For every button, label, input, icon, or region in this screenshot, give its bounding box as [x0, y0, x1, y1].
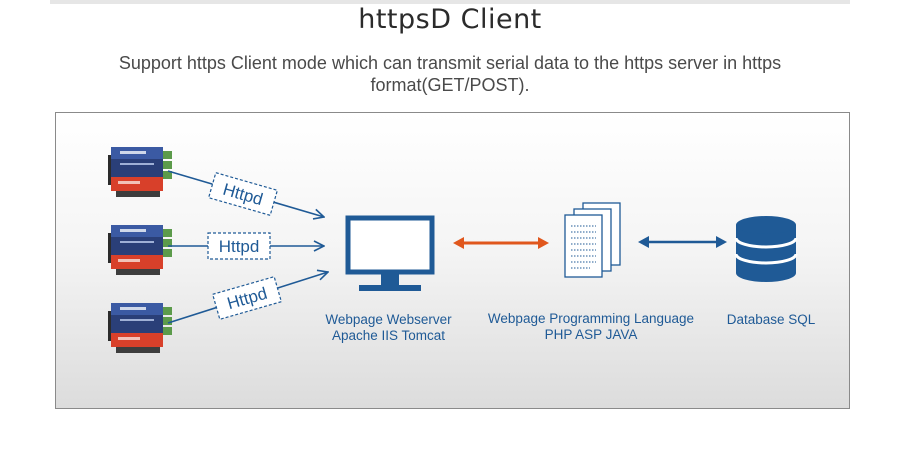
webserver-caption: Webpage Webserver Apache IIS Tomcat — [301, 312, 476, 344]
monitor-icon — [345, 215, 435, 291]
diagram-panel: Httpd Httpd Httpd — [55, 112, 850, 409]
webserver-caption-line1: Webpage Webserver — [325, 312, 452, 327]
database-caption: Database SQL — [726, 312, 816, 327]
webserver-caption-line2: Apache IIS Tomcat — [331, 328, 446, 343]
page-title: httpsD Client — [358, 4, 542, 35]
serial-device-icon — [108, 147, 172, 197]
top-divider — [50, 0, 850, 4]
page-subtitle: Support https Client mode which can tran… — [118, 53, 782, 95]
httpd-label-top: Httpd — [207, 171, 279, 217]
language-caption: Webpage Programming Language PHP ASP JAV… — [476, 311, 706, 343]
language-caption-line2: PHP ASP JAVA — [544, 327, 638, 342]
httpd-label-middle: Httpd — [207, 232, 271, 260]
serial-device-icon — [108, 303, 172, 353]
documents-icon — [564, 202, 621, 278]
orange-double-arrow — [453, 237, 549, 249]
diagram-canvas: Httpd Httpd Httpd — [108, 147, 798, 353]
language-caption-line1: Webpage Programming Language — [487, 311, 695, 326]
serial-device-icon — [108, 225, 172, 275]
httpd-label-text: Httpd — [219, 237, 260, 256]
httpd-label-bottom: Httpd — [211, 275, 283, 321]
database-icon — [734, 216, 798, 282]
blue-double-arrow — [638, 236, 727, 248]
